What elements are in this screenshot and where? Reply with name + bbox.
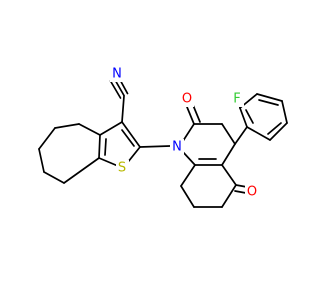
c2-o-double-bond-1 <box>186 106 195 125</box>
phenyl-c4-c5-bond <box>281 100 288 124</box>
atom-label-layer: N S N O O F <box>110 66 259 200</box>
c4-c5-bond <box>54 123 80 129</box>
n1-c2-bond <box>182 123 195 142</box>
c3-c2-double-bond-inner <box>121 129 135 147</box>
c3-c4-bond <box>221 123 236 145</box>
bond-layer <box>38 76 288 208</box>
ketone-oxygen-label: O <box>247 185 257 200</box>
thiophene-sulfur-label: S <box>118 161 126 176</box>
c2-n1-bond <box>139 145 171 148</box>
c3a-c4-bond <box>78 123 101 136</box>
c5-c6-bond <box>38 127 56 150</box>
fluorine-label: F <box>233 92 240 107</box>
phenyl-c6-c1-bond <box>246 126 271 141</box>
c8a-n1-bond <box>182 151 196 166</box>
phenyl-c3-c4-double-bond <box>256 93 283 102</box>
lactam-oxygen-label: O <box>182 92 192 107</box>
c8a-c3a-double-bond-inner <box>104 138 107 156</box>
c3-c2-double-bond <box>121 121 141 148</box>
c8-c8a-bond <box>180 164 196 187</box>
molecule-structure-diagram: N S N O O F <box>38 66 288 208</box>
c5-c6-bond <box>221 184 237 208</box>
nitrile-triple-bond-1 <box>109 80 122 99</box>
phenyl-c1-c2-double-bond-inner <box>245 109 254 124</box>
c6-c7-bond <box>38 148 45 173</box>
c5-o-double-bond-2 <box>234 190 247 194</box>
c4-c4a-bond <box>221 143 236 166</box>
quinolinone-nitrogen-label: N <box>172 140 182 155</box>
c4a-c5-bond <box>221 164 237 186</box>
c7-c8-bond <box>43 171 65 184</box>
c3-c3a-bond <box>99 121 123 136</box>
c4-phenyl-bond <box>234 126 248 145</box>
c7-c8-bond <box>180 185 195 208</box>
nitrile-to-c3-bond <box>121 95 125 123</box>
phenyl-c1-c2-double-bond <box>239 107 248 128</box>
c8-c8a-bond <box>63 157 100 184</box>
nitrile-nitrogen-label: N <box>112 67 122 82</box>
c8a-c3a-double-bond <box>98 134 101 159</box>
phenyl-c3-c4-double-bond-inner <box>258 99 279 106</box>
c2-o-double-bond-2 <box>192 104 201 123</box>
s-c8a-bond <box>98 157 119 167</box>
phenyl-c5-c6-double-bond-inner <box>267 122 282 135</box>
phenyl-c5-c6-double-bond <box>269 122 288 141</box>
